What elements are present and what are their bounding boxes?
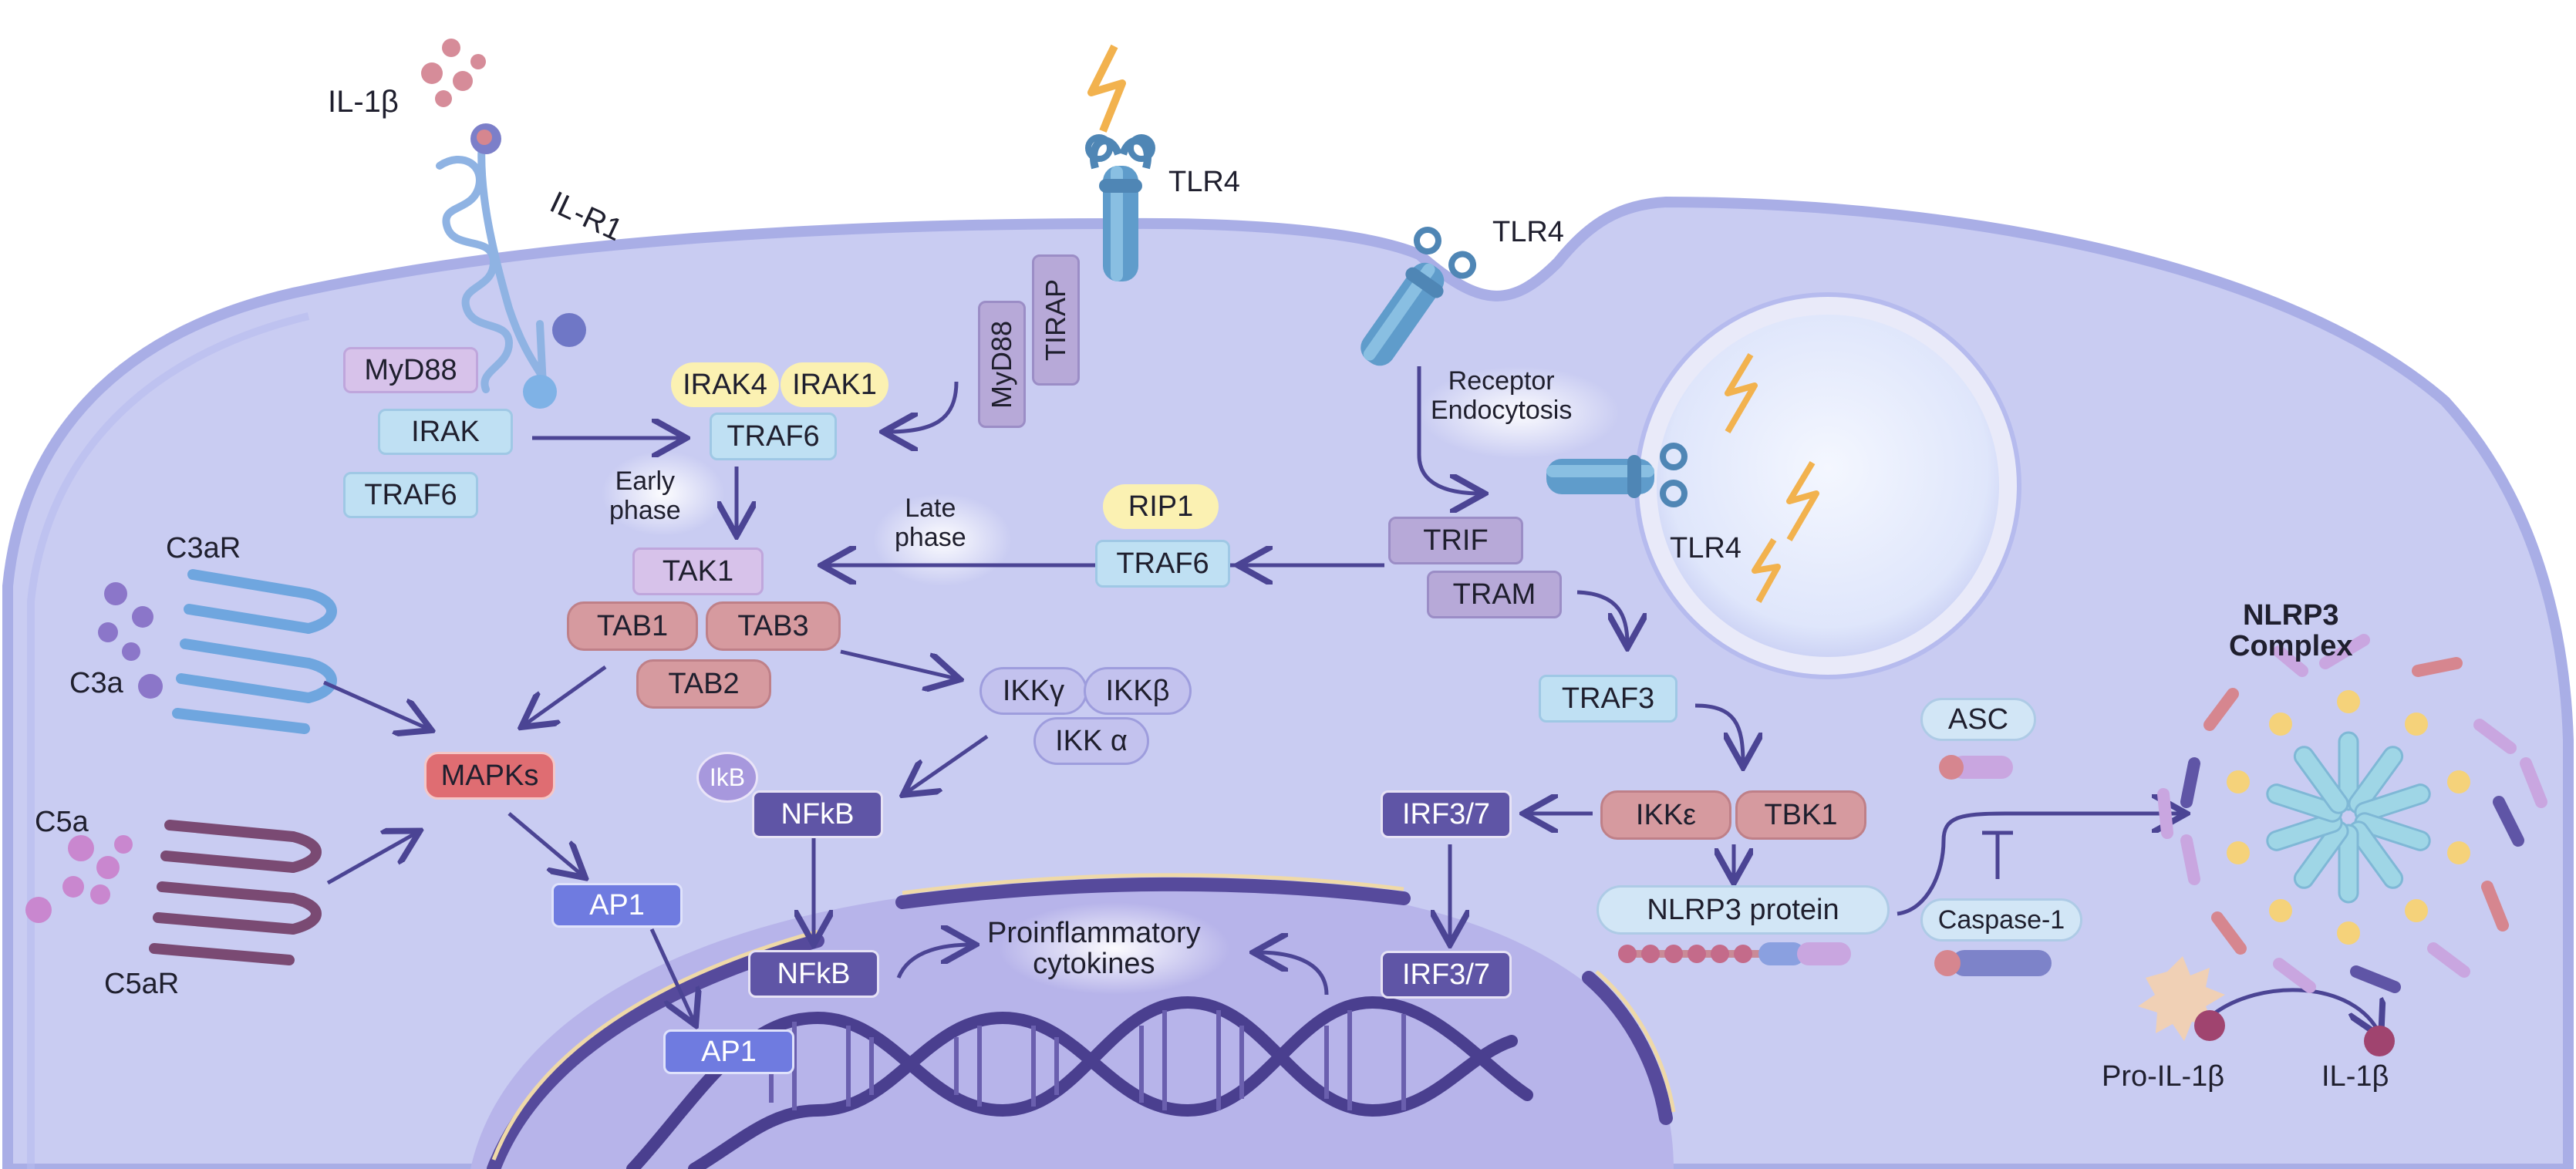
ikk-beta-box: IKKβ <box>1084 667 1192 715</box>
asc-domain <box>1939 755 2013 780</box>
c5a-ligands <box>25 835 133 923</box>
c3ar-label: C3aR <box>166 532 241 564</box>
c3a-label: C3a <box>69 667 123 699</box>
caspase1-domain <box>1934 950 2052 976</box>
c3a-ligands <box>98 582 163 699</box>
late-phase-label: Late phase <box>895 494 966 552</box>
myd88-left-box: MyD88 <box>343 347 478 393</box>
tirap-text: TIRAP <box>1040 278 1072 362</box>
rip1-box: RIP1 <box>1103 484 1219 529</box>
tab2-box: TAB2 <box>636 659 771 709</box>
myd88-vertical-box: MyD88 <box>978 301 1026 428</box>
tab3-box: TAB3 <box>706 601 841 651</box>
ikke-box: IKKε <box>1600 790 1731 840</box>
irf37-top-box: IRF3/7 <box>1381 790 1512 838</box>
nlrp3-complex-label: NLRP3 Complex <box>2229 599 2353 662</box>
irf37-bottom-box: IRF3/7 <box>1381 951 1512 999</box>
endosome-vesicle <box>1637 295 2019 677</box>
il1b-product-dot <box>2364 1026 2395 1056</box>
nfkb-top-box: NFkB <box>752 790 883 838</box>
il1b-product-label: IL-1β <box>2321 1060 2389 1093</box>
dna-helix <box>626 996 1533 1169</box>
il1b-ligands <box>421 39 486 107</box>
irak1-box: IRAK1 <box>781 362 888 407</box>
tak1-box: TAK1 <box>632 547 764 595</box>
ikk-alpha-box: IKK α <box>1033 717 1149 765</box>
tlr4-top-label: TLR4 <box>1168 166 1240 198</box>
asc-box: ASC <box>1920 698 2036 741</box>
traf3-box: TRAF3 <box>1539 675 1677 723</box>
early-phase-label: Early phase <box>609 467 681 525</box>
tlr4-receptor-vesicle <box>1546 443 1688 507</box>
lightning-icon <box>1725 352 1819 603</box>
lightning-icon <box>1087 44 1126 133</box>
nlrp3-complex-structure <box>2157 634 2547 993</box>
ikb-box: IkB <box>696 752 758 803</box>
trif-box: TRIF <box>1388 517 1523 564</box>
tab1-box: TAB1 <box>567 601 698 651</box>
traf6-center-box: TRAF6 <box>710 413 837 460</box>
c5a-label: C5a <box>35 806 89 838</box>
tlr4-receptor-right <box>1360 227 1477 366</box>
pro-il1b-label: Pro-IL-1β <box>2102 1060 2225 1093</box>
c3ar-receptor <box>172 569 337 734</box>
proinflammatory-cytokines-label: Proinflammatory cytokines <box>987 917 1201 980</box>
ap1-bottom-box: AP1 <box>663 1029 794 1074</box>
c5ar-receptor <box>149 820 322 965</box>
tbk1-box: TBK1 <box>1735 790 1866 840</box>
nfkb-bottom-box: NFkB <box>748 950 879 998</box>
tirap-box: TIRAP <box>1032 254 1080 386</box>
tram-box: TRAM <box>1427 571 1562 618</box>
c5ar-label: C5aR <box>104 968 180 1000</box>
irak-box: IRAK <box>378 409 513 455</box>
il1b-label: IL-1β <box>328 85 399 119</box>
myd88-vertical-text: MyD88 <box>986 320 1017 409</box>
tlr4-right-label: TLR4 <box>1492 216 1564 248</box>
mapks-box: MAPKs <box>424 752 555 800</box>
caspase1-box: Caspase-1 <box>1920 898 2082 942</box>
nlrp3-domain-chain <box>1618 942 1851 965</box>
tlr4-receptor-top <box>1085 134 1155 281</box>
traf6-right-box: TRAF6 <box>1095 540 1230 588</box>
ap1-top-box: AP1 <box>551 883 683 928</box>
irak4-box: IRAK4 <box>671 362 779 407</box>
traf6-left-box: TRAF6 <box>343 472 478 518</box>
nlrp3-protein-box: NLRP3 protein <box>1597 885 1890 935</box>
ikk-gamma-box: IKKγ <box>979 667 1087 715</box>
tlr4-vesicle-label: TLR4 <box>1670 532 1741 564</box>
receptor-endocytosis-label: Receptor Endocytosis <box>1431 366 1573 425</box>
